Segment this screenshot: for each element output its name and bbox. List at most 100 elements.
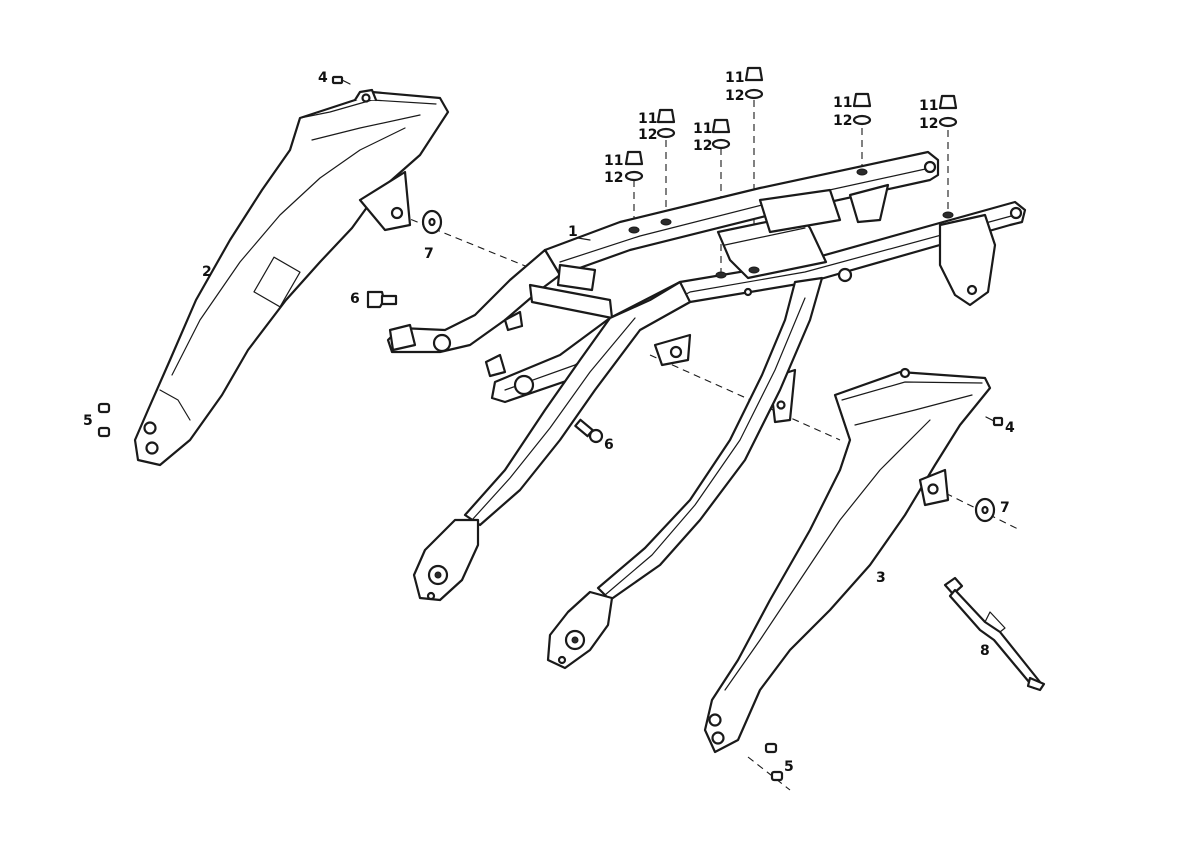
bolt-5-right-pair xyxy=(764,742,784,782)
callout-7-left: 7 xyxy=(424,246,434,262)
subframe-left-foot-hole-center xyxy=(434,571,442,579)
subframe-rear-crossmember xyxy=(758,188,842,234)
subframe-rear-bracket-hole xyxy=(966,284,978,296)
grommet-7-right-hole xyxy=(981,505,989,515)
subframe-weld-nut-c xyxy=(715,271,727,279)
screw-4-right-head xyxy=(992,416,1004,427)
left-side-cover xyxy=(133,88,450,467)
subframe-inner-bracket xyxy=(848,183,890,224)
left-cover-top-edge xyxy=(299,99,437,119)
callout-1: 1 xyxy=(568,224,578,240)
callout-12-e: 12 xyxy=(833,113,852,129)
callout-8: 8 xyxy=(980,643,990,659)
screw-4-top-shank xyxy=(341,79,351,85)
washer-12-c xyxy=(711,138,731,150)
callout-12-d: 12 xyxy=(725,88,744,104)
screw-4-right xyxy=(985,416,1004,427)
left-cover-top-hole xyxy=(361,93,371,103)
cable-top-cap xyxy=(943,576,964,596)
subframe-weld-nut-b xyxy=(660,218,672,226)
callout-4-top: 4 xyxy=(318,70,328,86)
nut-11-c xyxy=(711,118,731,134)
callout-12-b: 12 xyxy=(638,127,657,143)
left-cover-lower-fold xyxy=(159,389,191,421)
assembly-line-left-mount xyxy=(399,214,541,273)
washer-12-e xyxy=(852,114,872,126)
callout-11-d: 11 xyxy=(725,70,744,86)
callout-11-c: 11 xyxy=(693,121,712,137)
subframe-lower-tab-hole xyxy=(776,400,786,410)
callout-12-c: 12 xyxy=(693,138,712,154)
subframe-right-foot-hole-center xyxy=(571,636,579,644)
nut-washer-stack-d xyxy=(744,66,764,100)
subframe-rail-boss xyxy=(837,267,853,283)
screw-4-right-shank xyxy=(985,416,995,422)
subframe-left-foot-plate xyxy=(412,518,480,602)
subframe-small-tab xyxy=(503,310,524,332)
washer-12-f xyxy=(938,116,958,128)
subframe-near-main-rail xyxy=(490,200,1027,404)
nut-11-f xyxy=(938,94,958,110)
callout-7-right: 7 xyxy=(1000,500,1010,516)
left-cover-crease xyxy=(171,127,406,376)
assembly-line-right-mount xyxy=(934,487,1021,531)
subframe-right-down-tube-edge xyxy=(604,297,806,596)
nut-11-b xyxy=(656,108,676,124)
left-cover-bolt-hole-1 xyxy=(143,421,157,435)
grommet-7-right xyxy=(974,497,996,523)
callout-1-leader xyxy=(577,237,591,241)
screw-4-top xyxy=(331,75,351,85)
callouts: 1 2 3 4 4 5 5 6 6 7 7 8 11 12 11 12 11 1… xyxy=(83,70,1015,775)
nut-11-e xyxy=(852,92,872,108)
subframe-right-foot-plate xyxy=(546,590,614,670)
subframe-mid-mount-hole xyxy=(669,345,683,359)
subframe-weld-nut-e xyxy=(856,168,868,176)
subframe-near-front-bushing xyxy=(513,374,535,396)
callout-3: 3 xyxy=(876,570,886,586)
callout-11-b: 11 xyxy=(638,111,657,127)
callout-11-f: 11 xyxy=(919,98,938,114)
washer-12-a xyxy=(624,170,644,182)
bolt-6-lower-head xyxy=(588,428,604,444)
subframe-left-front-bushing xyxy=(432,333,452,353)
right-cover-bolt-hole-1 xyxy=(708,713,722,727)
left-cover-inner-ridge xyxy=(311,114,421,141)
subframe-front-bracket xyxy=(556,263,597,292)
subframe-rail-rivet xyxy=(743,287,753,297)
nut-washer-stack-e xyxy=(852,92,872,126)
left-cover-bolt-hole-2 xyxy=(145,441,159,455)
screw-4-top-head xyxy=(331,75,344,85)
callout-11-a: 11 xyxy=(604,153,623,169)
subframe-upper-rail-far xyxy=(543,150,940,277)
nut-11-a xyxy=(624,150,644,166)
bolt-6-upper xyxy=(366,290,398,309)
callout-11-e: 11 xyxy=(833,95,852,111)
subframe-weld-nut-d xyxy=(748,266,760,274)
right-cover-body xyxy=(703,370,992,754)
callout-12-a: 12 xyxy=(604,170,623,186)
washer-12-b xyxy=(656,127,676,139)
right-cover-mount-hole xyxy=(927,483,939,495)
subframe-left-front-tube-end xyxy=(388,323,417,352)
nut-washer-stack-c xyxy=(711,118,731,150)
left-cover-label-recess xyxy=(253,256,301,308)
bolt-5-right-a xyxy=(764,742,778,754)
washer-12-d xyxy=(744,88,764,100)
bolt-5-left-a xyxy=(97,402,111,414)
left-cover-body xyxy=(133,90,450,467)
subframe-rear-plate-bracket xyxy=(938,213,997,307)
bolt-5-left-b xyxy=(97,426,111,438)
subframe-upper-rail-far-edge xyxy=(559,167,931,263)
rear-subframe xyxy=(386,150,1027,670)
callout-5-right: 5 xyxy=(784,759,794,775)
cable-end-fitting xyxy=(1026,676,1046,692)
subframe-near-end-hole xyxy=(1009,206,1023,220)
callout-2: 2 xyxy=(202,264,212,280)
right-cover-top-edge xyxy=(841,381,983,401)
right-side-cover xyxy=(703,367,992,754)
subframe-left-down-tube-edge xyxy=(471,317,636,521)
callout-6-upper: 6 xyxy=(350,291,360,307)
right-cover-crease xyxy=(724,419,931,691)
